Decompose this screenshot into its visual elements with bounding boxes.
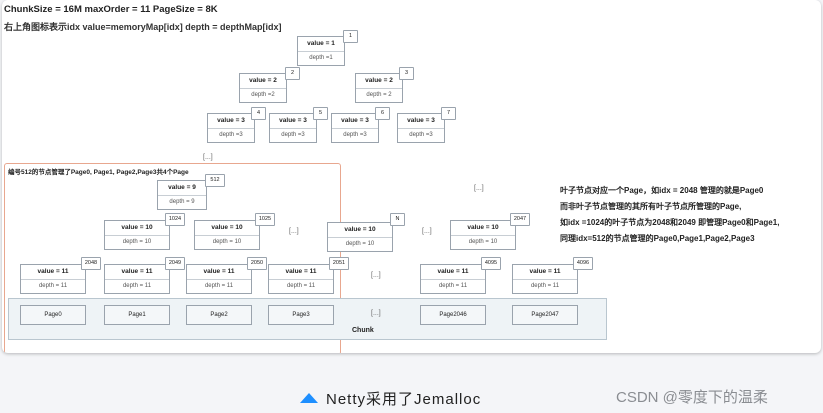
- chunk-label: Chunk: [352, 327, 374, 334]
- idx-tag-N: N: [390, 213, 405, 226]
- idx-tag-2049: 2049: [165, 257, 185, 270]
- page-2046: Page2046: [420, 305, 486, 325]
- ellipsis-pages: [...]: [371, 310, 381, 317]
- triangle-icon: [300, 393, 318, 403]
- idx-tag-1025: 1025: [255, 213, 275, 226]
- idx-tag-4: 4: [251, 107, 266, 120]
- ellipsis-level11: [...]: [371, 272, 381, 279]
- idx-tag-512: 512: [205, 174, 225, 187]
- figure-caption: Netty采用了Jemalloc: [300, 388, 481, 409]
- idx-tag-3: 3: [399, 67, 414, 80]
- idx-tag-7: 7: [441, 107, 456, 120]
- idx-tag-4095: 4095: [481, 257, 501, 270]
- figure-caption-text: Netty采用了Jemalloc: [326, 391, 482, 408]
- note-line-4: 同理idx=512的节点管理的Page0,Page1,Page2,Page3: [560, 234, 755, 243]
- diagram-card: ChunkSize = 16M maxOrder = 11 PageSize =…: [2, 0, 821, 353]
- page-1: Page1: [104, 305, 170, 325]
- idx-tag-2: 2: [285, 67, 300, 80]
- idx-tag-5: 5: [313, 107, 328, 120]
- note-line-2: 而非叶子节点管理的其所有叶子节点所管理的Page,: [560, 202, 742, 211]
- idx-tag-1024: 1024: [165, 213, 185, 226]
- ellipsis-level10-right: [...]: [422, 228, 432, 235]
- idx-tag-6: 6: [375, 107, 390, 120]
- header-chunk-info: ChunkSize = 16M maxOrder = 11 PageSize =…: [4, 4, 218, 15]
- ellipsis-gap: [...]: [203, 154, 213, 161]
- csdn-watermark: CSDN @零度下的温柔: [616, 389, 768, 406]
- page-2047: Page2047: [512, 305, 578, 325]
- page-3: Page3: [268, 305, 334, 325]
- page-0: Page0: [20, 305, 86, 325]
- idx-tag-2051: 2051: [329, 257, 349, 270]
- idx-tag-2047: 2047: [510, 213, 530, 226]
- subtree-512-label: 编号512的节点管理了Page0, Page1, Page2,Page3共4个P…: [8, 169, 189, 176]
- note-line-1: 叶子节点对应一个Page，如idx = 2048 管理的就是Page0: [560, 186, 764, 195]
- idx-tag-2050: 2050: [247, 257, 267, 270]
- page-2: Page2: [186, 305, 252, 325]
- note-line-3: 如idx =1024的叶子节点为2048和2049 即管理Page0和Page1…: [560, 218, 780, 227]
- ellipsis-level9: [...]: [474, 185, 484, 192]
- idx-tag-1: 1: [343, 30, 358, 43]
- header-legend: 右上角图标表示idx value=memoryMap[idx] depth = …: [4, 22, 282, 32]
- idx-tag-4096: 4096: [573, 257, 593, 270]
- ellipsis-level10-left: [...]: [289, 228, 299, 235]
- idx-tag-2048: 2048: [81, 257, 101, 270]
